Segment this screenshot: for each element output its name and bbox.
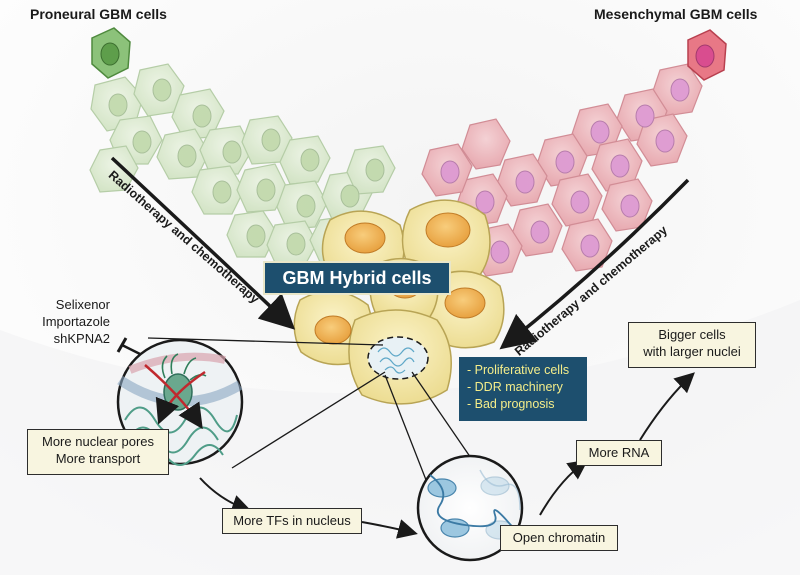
box-line: with larger nuclei: [643, 344, 741, 359]
feature-item: - Bad prognosis: [467, 397, 555, 411]
proneural-cell-icon: [91, 27, 131, 79]
hybrid-features-box: - Proliferative cells - DDR machinery - …: [459, 357, 587, 421]
nuclear-pores-box: More nuclear pores More transport: [27, 429, 169, 475]
box-line: Bigger cells: [658, 327, 726, 342]
rna-box: More RNA: [576, 440, 662, 466]
mesenchymal-label: Mesenchymal GBM cells: [594, 6, 758, 22]
box-line: More nuclear pores: [42, 434, 154, 449]
feature-item: - DDR machinery: [467, 380, 563, 394]
hybrid-cells-label: GBM Hybrid cells: [263, 261, 451, 295]
inhibitor-item: shKPNA2: [53, 331, 110, 346]
proneural-label: Proneural GBM cells: [30, 6, 167, 22]
inhibitor-list: Selixenor Importazole shKPNA2: [10, 296, 110, 347]
bigger-cells-box: Bigger cells with larger nuclei: [628, 322, 756, 368]
box-line: More transport: [55, 451, 141, 466]
inhibitor-item: Selixenor: [55, 297, 110, 312]
tfs-box: More TFs in nucleus: [222, 508, 362, 534]
chromatin-zoom: [384, 371, 524, 562]
chromatin-box: Open chromatin: [500, 525, 618, 551]
mesenchymal-cell-icon: [687, 29, 727, 81]
feature-item: - Proliferative cells: [467, 363, 570, 377]
therapy-arrow-right: [499, 178, 690, 350]
therapy-arrow-left: [110, 156, 296, 330]
inhibitor-item: Importazole: [42, 314, 110, 329]
proneural-cell-cloud: [89, 63, 396, 268]
